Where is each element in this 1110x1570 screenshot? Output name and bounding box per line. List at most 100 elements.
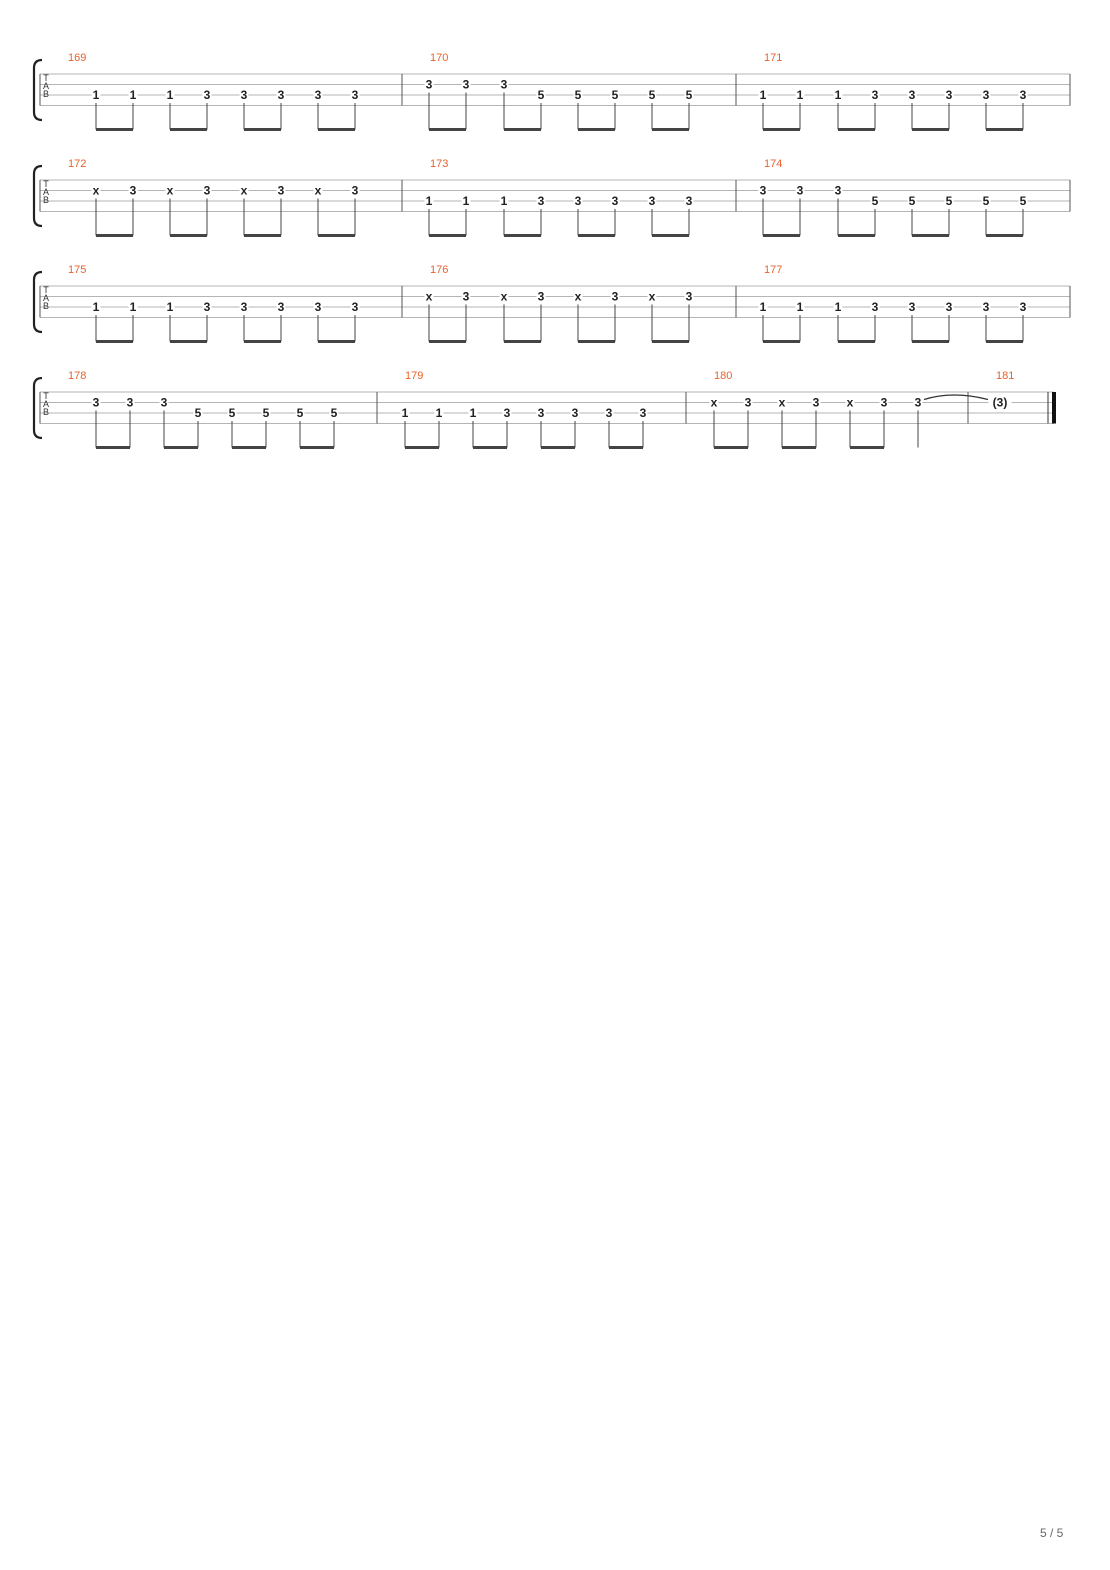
fret-backing [684,90,694,100]
fret-backing [944,90,954,100]
fret-backing [833,185,843,196]
fret-number: 5 [946,194,953,208]
fret-number: 1 [470,406,477,420]
fret-number: 3 [872,88,879,102]
fret-number: 3 [686,290,693,304]
fret-number: 3 [130,184,137,198]
fret-backing [647,196,657,206]
fret-number: 3 [881,396,888,410]
fret-backing [313,185,323,196]
fret-number: 3 [93,396,100,410]
fret-backing [870,302,880,312]
fret-backing [845,397,855,408]
fret-backing [276,302,286,312]
fret-number: 3 [278,184,285,198]
fret-backing [276,185,286,196]
fret-number: 3 [813,396,820,410]
fret-number: 3 [760,184,767,198]
fret-number: 1 [760,300,767,314]
fret-backing [91,90,101,100]
measure-number: 171 [764,52,782,64]
fret-backing [434,408,444,418]
fret-number: 1 [463,194,470,208]
fret-backing [573,90,583,100]
fret-backing [461,291,471,302]
measure-number: 177 [764,264,782,276]
fret-backing [400,408,410,418]
fret-number: 1 [797,300,804,314]
fret-backing [743,397,753,408]
fret-backing [128,185,138,196]
fret-backing [165,185,175,196]
measure-number: 172 [68,158,86,170]
fret-number: 3 [352,300,359,314]
fret-backing [461,79,471,90]
fret-backing [91,302,101,312]
page-number: 5 / 5 [1040,1526,1064,1540]
fret-backing [1018,196,1028,206]
fret-backing [570,408,580,418]
fret-number: 3 [241,88,248,102]
fret-backing [536,291,546,302]
fret-backing [125,397,135,408]
fret-backing [647,291,657,302]
fret-backing [709,397,719,408]
measure-number: 179 [405,370,423,382]
fret-number: 3 [501,78,508,92]
fret-backing [202,185,212,196]
fret-backing [239,90,249,100]
fret-backing [227,408,237,418]
fret-number: 3 [278,88,285,102]
fret-backing [1018,90,1028,100]
measure-number: 175 [68,264,86,276]
fret-backing [159,397,169,408]
fret-backing [907,196,917,206]
fret-number: 3 [640,406,647,420]
fret-backing [573,196,583,206]
fret-number: 5 [538,88,545,102]
fret-number: 1 [835,300,842,314]
fret-number: 3 [538,290,545,304]
fret-backing [777,397,787,408]
fret-number: 3 [463,290,470,304]
fret-backing [261,408,271,418]
fret-number: 3 [686,194,693,208]
fret-number: 1 [130,300,137,314]
fret-backing [499,196,509,206]
fret-backing [128,90,138,100]
dead-note: x [575,290,582,304]
tab-clef-letter: A [43,81,49,91]
fret-number: 3 [538,194,545,208]
fret-backing [610,90,620,100]
fret-number: 5 [229,406,236,420]
fret-number: 3 [946,88,953,102]
system-bracket [32,376,43,440]
fret-number: 3 [278,300,285,314]
measure-number: 178 [68,370,86,382]
fret-backing [879,397,889,408]
fret-number: 3 [352,184,359,198]
measure-number: 170 [430,52,448,64]
fret-number: 3 [872,300,879,314]
fret-backing [536,196,546,206]
fret-backing [811,397,821,408]
dead-note: x [711,396,718,410]
fret-backing [276,90,286,100]
fret-backing [424,79,434,90]
tie-arc [923,394,989,401]
fret-number: 1 [501,194,508,208]
fret-backing [981,196,991,206]
fret-number: 1 [797,88,804,102]
fret-number: 3 [204,88,211,102]
fret-number: 5 [983,194,990,208]
fret-number: 1 [93,88,100,102]
fret-number: 3 [915,396,922,410]
fret-backing [424,291,434,302]
fret-number: 1 [835,88,842,102]
tab-clef-letter: T [43,73,49,83]
fret-backing [944,302,954,312]
dead-note: x [93,184,100,198]
fret-backing [502,408,512,418]
